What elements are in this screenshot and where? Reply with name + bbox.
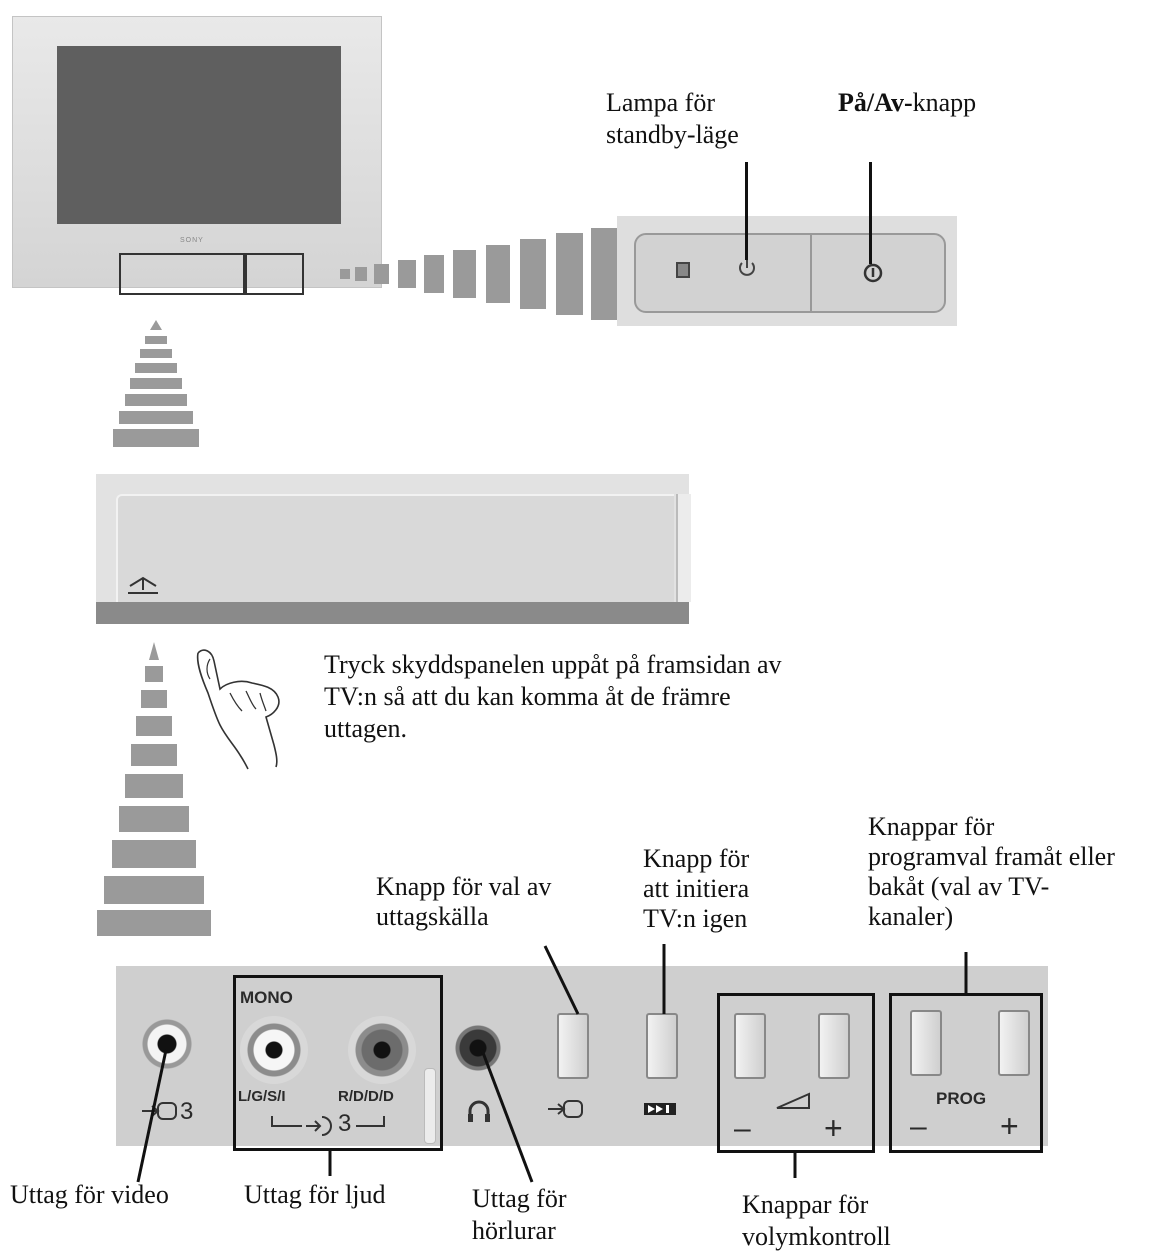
audio-jacks-box bbox=[233, 975, 443, 1151]
prog-buttons-label-line1: Knappar för bbox=[868, 812, 995, 841]
eject-up-icon bbox=[128, 576, 158, 594]
flap-hinge bbox=[424, 1068, 436, 1144]
left-audio-jack[interactable] bbox=[240, 1016, 308, 1084]
standby-icon bbox=[739, 260, 755, 276]
mono-label: MONO bbox=[240, 988, 293, 1007]
right-audio-jack[interactable] bbox=[348, 1016, 416, 1084]
volume-up-button[interactable] bbox=[818, 1013, 850, 1079]
prog-buttons-label-line3: bakåt (val av TV- bbox=[868, 872, 1050, 901]
headphone-jack[interactable] bbox=[452, 1022, 504, 1074]
volume-down-button[interactable] bbox=[734, 1013, 766, 1079]
reset-icon bbox=[644, 1103, 676, 1115]
standby-lamp-label-line2: standby-läge bbox=[606, 120, 739, 149]
flap-edge bbox=[676, 494, 691, 602]
audio-input-icon bbox=[271, 1116, 385, 1136]
prog-up-button[interactable] bbox=[998, 1010, 1030, 1076]
flap-instruction-line3: uttagen. bbox=[324, 714, 408, 743]
volume-label-line2: volymkontroll bbox=[742, 1222, 891, 1251]
volume-label-line1: Knappar för bbox=[742, 1190, 869, 1219]
reset-button-label-line2: att initiera bbox=[643, 874, 750, 903]
prog-minus: – bbox=[910, 1110, 927, 1143]
prog-buttons-label-line4: kanaler) bbox=[868, 902, 954, 931]
reset-button-label-line3: TV:n igen bbox=[643, 904, 748, 933]
power-leader-line bbox=[869, 162, 872, 264]
video-jack-label: Uttag för video bbox=[10, 1180, 169, 1209]
power-icon bbox=[863, 263, 883, 283]
volume-icon bbox=[776, 1092, 810, 1109]
standby-panel bbox=[634, 233, 812, 313]
power-button-label: På/Av-knapp bbox=[838, 88, 976, 118]
zoom-stripes-vertical-1 bbox=[113, 320, 199, 447]
headphone-icon bbox=[468, 1100, 490, 1122]
reset-button-label-line1: Knapp för bbox=[643, 844, 750, 873]
volume-plus: + bbox=[824, 1110, 843, 1146]
tv-brand: SONY bbox=[180, 237, 204, 244]
input-source-button[interactable] bbox=[557, 1013, 589, 1079]
flap-base bbox=[96, 602, 689, 624]
tv-front-panel-highlight bbox=[119, 253, 247, 295]
audio-jack-label: Uttag för ljud bbox=[244, 1180, 386, 1209]
power-button-label-bold: På/Av- bbox=[838, 88, 913, 117]
standby-leader-line bbox=[745, 162, 748, 260]
hand-icon bbox=[196, 649, 280, 770]
tv-power-area-highlight bbox=[243, 253, 304, 295]
flap-instruction-line2: TV:n så att du kan komma åt de främre bbox=[324, 682, 731, 711]
prog-label: PROG bbox=[936, 1089, 987, 1108]
audio-jack-number: 3 bbox=[338, 1110, 352, 1137]
source-button-label-line1: Knapp för val av bbox=[376, 872, 552, 901]
prog-plus: + bbox=[1000, 1108, 1019, 1144]
zoom-stripes-vertical-2 bbox=[97, 642, 211, 936]
flap-cover bbox=[116, 494, 674, 604]
reset-button[interactable] bbox=[646, 1013, 678, 1079]
input-source-icon bbox=[548, 1100, 583, 1118]
prog-down-button[interactable] bbox=[910, 1010, 942, 1076]
power-button[interactable] bbox=[810, 233, 946, 313]
headphone-jack-label-line2: hörlurar bbox=[472, 1216, 556, 1245]
source-button-label-line2: uttagskälla bbox=[376, 902, 489, 931]
headphone-jack-label-line1: Uttag för bbox=[472, 1184, 567, 1213]
prog-buttons-label-line2: programval framåt eller bbox=[868, 842, 1115, 871]
standby-lamp-label-line1: Lampa för bbox=[606, 88, 716, 117]
zoom-stripes-horizontal bbox=[340, 228, 620, 320]
sensor-icon bbox=[676, 262, 690, 278]
prog-buttons-box bbox=[889, 993, 1043, 1153]
flap-instruction-line1: Tryck skyddspanelen uppåt på framsidan a… bbox=[324, 650, 782, 679]
video-jack[interactable] bbox=[135, 1012, 199, 1076]
volume-minus: – bbox=[734, 1112, 751, 1145]
right-audio-label: R/D/D/D bbox=[338, 1088, 394, 1105]
power-button-label-rest: knapp bbox=[912, 88, 977, 117]
video-jack-number: 3 bbox=[180, 1098, 194, 1125]
video-leader-line bbox=[136, 1049, 168, 1183]
headphone-leader-line bbox=[480, 1049, 534, 1183]
tv-screen bbox=[57, 46, 341, 224]
source-leader-line bbox=[543, 945, 580, 1015]
left-audio-label: L/G/S/I bbox=[238, 1088, 286, 1105]
